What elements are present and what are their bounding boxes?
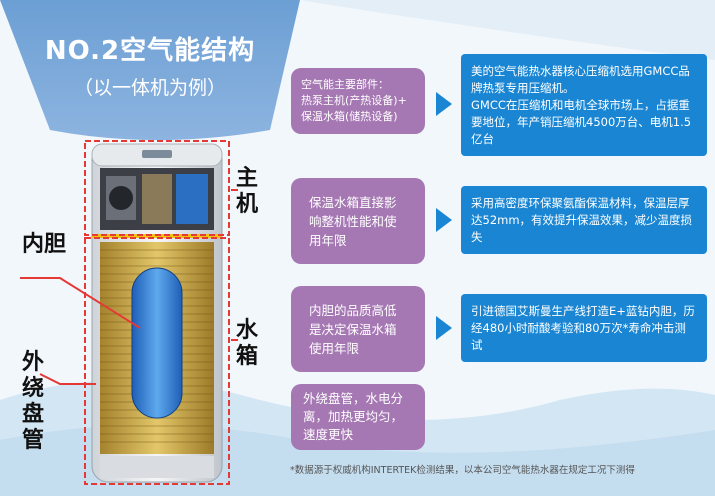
arrow-icon <box>436 316 452 340</box>
coil-label: 外绕盘管 <box>22 350 45 453</box>
water-heater-illustration <box>84 140 230 485</box>
info-box-3: 引进德国艾斯曼生产线打造E+蓝钻内胆，历经480小时耐酸考验和80万次*寿命冲击… <box>461 294 707 362</box>
header: NO.2空气能结构 （以一体机为例） <box>0 30 300 100</box>
arrow-icon <box>436 208 452 232</box>
feature-card-text: 外绕盘管，水电分离，加热更均匀，速度更快 <box>303 391 404 442</box>
inner-tank-label: 内胆 <box>22 232 67 257</box>
feature-card-text: 保温水箱直接影响整机性能和使用年限 <box>309 194 397 248</box>
info-text: 采用高密度环保聚氨酯保温材料，保温层厚达52mm，有效提升保温效果，减少温度损失 <box>471 195 693 244</box>
page-subtitle: （以一体机为例） <box>73 77 226 99</box>
feature-card-text: 空气能主要部件： 热泵主机(产热设备)+ 保温水箱(储热设备) <box>301 78 407 123</box>
feature-card-2: 保温水箱直接影响整机性能和使用年限 <box>291 178 425 264</box>
footnote: *数据源于权威机构INTERTEK检测结果，以本公司空气能热水器在规定工况下测得 <box>290 465 635 476</box>
info-box-2: 采用高密度环保聚氨酯保温材料，保温层厚达52mm，有效提升保温效果，减少温度损失 <box>461 186 707 254</box>
info-text: 美的空气能热水器核心压缩机选用GMCC品牌热泵专用压缩机。 GMCC在压缩机和电… <box>471 63 692 146</box>
page-title: NO.2空气能结构 <box>44 36 256 66</box>
info-text: 引进德国艾斯曼生产线打造E+蓝钻内胆，历经480小时耐酸考验和80万次*寿命冲击… <box>471 303 695 352</box>
feature-card-4: 外绕盘管，水电分离，加热更均匀，速度更快 <box>291 384 425 450</box>
info-box-1: 美的空气能热水器核心压缩机选用GMCC品牌热泵专用压缩机。 GMCC在压缩机和电… <box>461 54 707 156</box>
arrow-icon <box>436 92 452 116</box>
water-tank-label: 水 箱 <box>236 318 259 369</box>
main-unit-label: 主 机 <box>236 166 259 217</box>
feature-card-3: 内胆的品质高低是决定保温水箱使用年限 <box>291 286 425 372</box>
feature-card-1: 空气能主要部件： 热泵主机(产热设备)+ 保温水箱(储热设备) <box>291 68 425 134</box>
feature-card-text: 内胆的品质高低是决定保温水箱使用年限 <box>309 302 397 356</box>
